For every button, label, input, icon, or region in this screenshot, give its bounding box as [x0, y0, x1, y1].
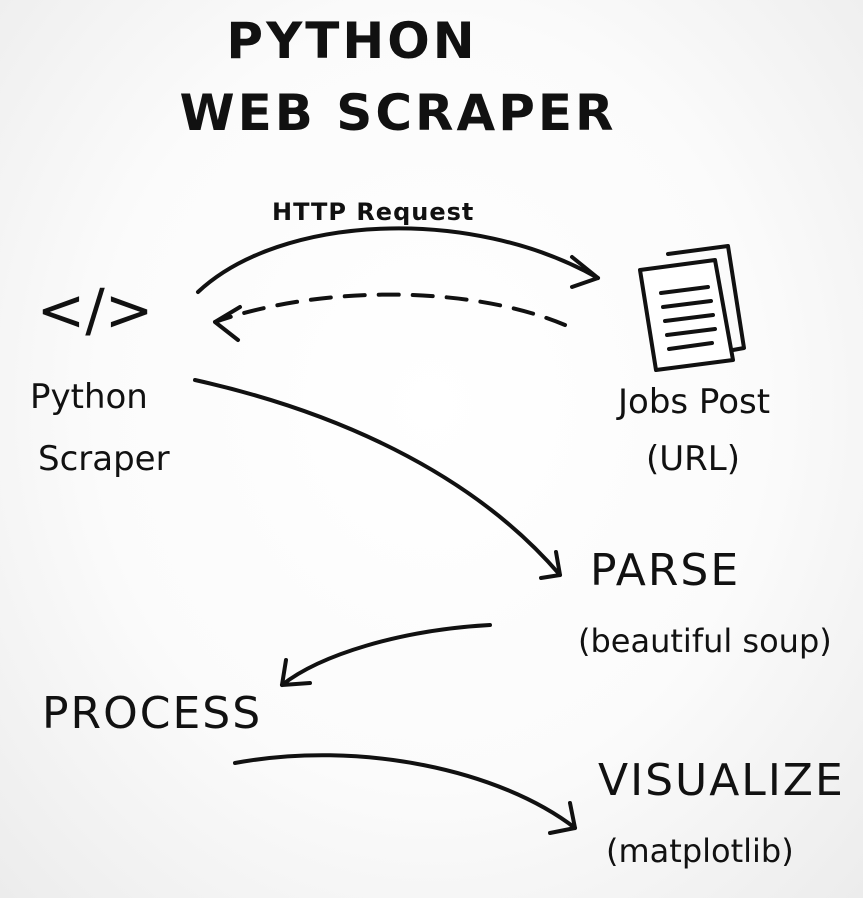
parse-to-process-arrowhead: [280, 658, 312, 687]
http-request-arrowhead: [570, 255, 600, 289]
visualize-label: VISUALIZE: [598, 755, 845, 806]
http-request-arrow: [196, 226, 600, 294]
process-to-visualize-arrow: [233, 753, 577, 830]
title-line-2: WEB SCRAPER: [179, 84, 616, 142]
jobs-post-label-line-2: (URL): [646, 439, 740, 479]
parse-tool-label: (beautiful soup): [578, 622, 832, 660]
process-to-visualize-arrowhead: [548, 801, 577, 835]
title-line-1: PYTHON: [226, 12, 477, 70]
code-icon: </>: [37, 276, 154, 344]
document-icon: [638, 244, 746, 372]
visualize-tool-label: (matplotlib): [606, 832, 794, 870]
scraper-label-line-1: Python: [30, 377, 148, 417]
scraper-to-parse-arrow: [193, 378, 562, 577]
parse-to-process-arrow: [280, 623, 492, 687]
process-label: PROCESS: [42, 688, 262, 739]
parse-label: PARSE: [590, 545, 740, 596]
response-arrowhead: [213, 305, 242, 342]
response-arrow: [213, 292, 567, 327]
scraper-label-line-2: Scraper: [38, 439, 170, 479]
jobs-post-label-line-1: Jobs Post: [616, 382, 770, 422]
http-request-label: HTTP Request: [272, 198, 474, 226]
scraper-to-parse-arrowhead: [539, 550, 562, 580]
